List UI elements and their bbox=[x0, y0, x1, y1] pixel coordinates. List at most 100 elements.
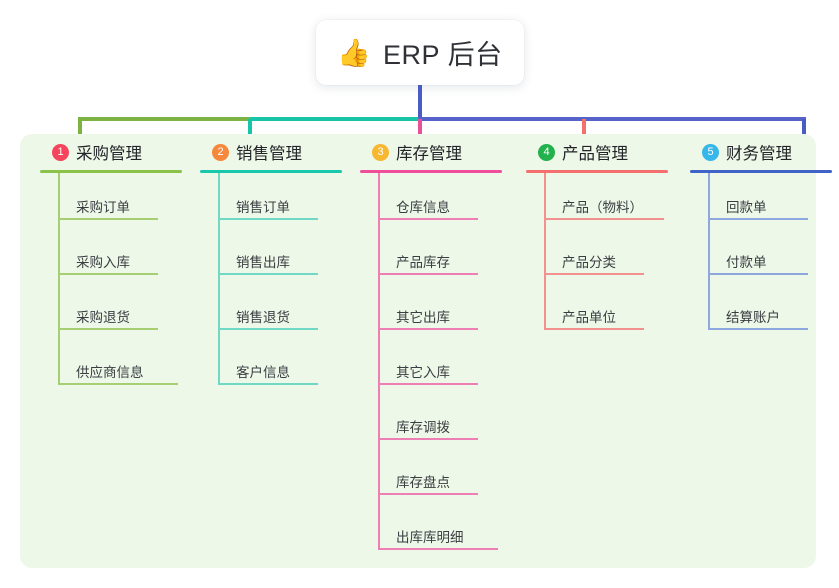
menu-item[interactable]: 采购订单 bbox=[40, 173, 194, 228]
column-title-2: 销售管理 bbox=[236, 145, 302, 163]
menu-item-rule bbox=[378, 273, 478, 275]
column-body-5: 回款单付款单结算账户 bbox=[690, 173, 839, 338]
column-title-3: 库存管理 bbox=[396, 145, 462, 163]
column-4: 4 产品管理产品（物料） 产品分类产品单位 bbox=[520, 134, 680, 338]
menu-item-rule bbox=[58, 218, 158, 220]
menu-item-label: 其它出库 bbox=[396, 310, 450, 325]
menu-item-label: 产品（物料） bbox=[562, 200, 643, 215]
menu-item-label: 结算账户 bbox=[726, 310, 780, 325]
root-node[interactable]: 👍 ERP 后台 bbox=[316, 20, 524, 85]
menu-item[interactable]: 库存调拨 bbox=[360, 393, 514, 448]
column-badge-3: 3 bbox=[372, 143, 389, 161]
menu-item-label: 销售出库 bbox=[236, 255, 290, 270]
column-stem-1 bbox=[58, 173, 60, 385]
column-header-3[interactable]: 3 库存管理 bbox=[354, 134, 514, 170]
menu-item-label: 供应商信息 bbox=[76, 365, 144, 380]
menu-item[interactable]: 结算账户 bbox=[690, 283, 839, 338]
column-rule-1 bbox=[40, 170, 182, 173]
menu-item-rule bbox=[544, 218, 664, 220]
menu-item-rule bbox=[708, 218, 808, 220]
menu-item-rule bbox=[708, 273, 808, 275]
menu-item-rule bbox=[378, 218, 478, 220]
column-header-4[interactable]: 4 产品管理 bbox=[520, 134, 680, 170]
menu-item-rule bbox=[218, 273, 318, 275]
menu-item[interactable]: 付款单 bbox=[690, 228, 839, 283]
menu-item-rule bbox=[378, 493, 478, 495]
menu-item-label: 库存盘点 bbox=[396, 475, 450, 490]
menu-item-rule bbox=[544, 328, 644, 330]
column-rule-4 bbox=[526, 170, 668, 173]
column-header-2[interactable]: 2 销售管理 bbox=[194, 134, 354, 170]
menu-item-rule bbox=[378, 438, 478, 440]
column-rule-5 bbox=[690, 170, 832, 173]
menu-item-rule bbox=[708, 328, 808, 330]
menu-item-rule bbox=[218, 328, 318, 330]
column-rule-2 bbox=[200, 170, 342, 173]
column-title-1: 采购管理 bbox=[76, 145, 142, 163]
column-stem-4 bbox=[544, 173, 546, 330]
column-title-4: 产品管理 bbox=[562, 145, 628, 163]
menu-item[interactable]: 产品单位 bbox=[526, 283, 680, 338]
menu-item[interactable]: 其它入库 bbox=[360, 338, 514, 393]
column-badge-1: 1 bbox=[52, 143, 69, 161]
menu-item-rule bbox=[58, 328, 158, 330]
menu-item-rule bbox=[58, 383, 178, 385]
column-rule-3 bbox=[360, 170, 502, 173]
root-title: ERP 后台 bbox=[383, 40, 503, 70]
column-header-1[interactable]: 1 采购管理 bbox=[34, 134, 194, 170]
menu-item-rule bbox=[378, 383, 478, 385]
menu-item-rule bbox=[58, 273, 158, 275]
column-header-5[interactable]: 5 财务管理 bbox=[684, 134, 839, 170]
column-5: 5 财务管理回款单付款单结算账户 bbox=[684, 134, 839, 338]
column-body-4: 产品（物料） 产品分类产品单位 bbox=[526, 173, 680, 338]
column-body-2: 销售订单销售出库销售退货客户信息 bbox=[200, 173, 354, 393]
menu-item-label: 采购入库 bbox=[76, 255, 130, 270]
menu-item-label: 采购退货 bbox=[76, 310, 130, 325]
column-stem-2 bbox=[218, 173, 220, 385]
menu-item-label: 产品分类 bbox=[562, 255, 616, 270]
column-badge-2: 2 bbox=[212, 143, 229, 161]
column-badge-4: 4 bbox=[538, 143, 555, 161]
menu-item-label: 客户信息 bbox=[236, 365, 290, 380]
menu-item-label: 库存调拨 bbox=[396, 420, 450, 435]
menu-item[interactable]: 其它出库 bbox=[360, 283, 514, 338]
menu-item[interactable]: 产品（物料） bbox=[526, 173, 680, 228]
column-2: 2 销售管理销售订单销售出库销售退货客户信息 bbox=[194, 134, 354, 393]
menu-item[interactable]: 客户信息 bbox=[200, 338, 354, 393]
column-3: 3 库存管理仓库信息产品库存其它出库其它入库库存调拨库存盘点出库库明细 bbox=[354, 134, 514, 558]
menu-item-label: 采购订单 bbox=[76, 200, 130, 215]
thumbs-up-icon: 👍 bbox=[337, 38, 372, 68]
menu-item[interactable]: 销售订单 bbox=[200, 173, 354, 228]
menu-item[interactable]: 销售退货 bbox=[200, 283, 354, 338]
menu-item-rule bbox=[544, 273, 644, 275]
menu-item[interactable]: 销售出库 bbox=[200, 228, 354, 283]
menu-item-label: 销售退货 bbox=[236, 310, 290, 325]
column-stem-3 bbox=[378, 173, 380, 550]
menu-item-label: 产品单位 bbox=[562, 310, 616, 325]
column-list: 1 采购管理采购订单采购入库采购退货供应商信息 2 销售管理销售订单销售出库销售退货客… bbox=[20, 134, 832, 568]
menu-item-label: 其它入库 bbox=[396, 365, 450, 380]
menu-item[interactable]: 回款单 bbox=[690, 173, 839, 228]
menu-item-rule bbox=[218, 383, 318, 385]
menu-item-label: 出库库明细 bbox=[396, 530, 464, 545]
menu-item[interactable]: 出库库明细 bbox=[360, 503, 514, 558]
menu-item[interactable]: 供应商信息 bbox=[40, 338, 194, 393]
menu-item-rule bbox=[378, 328, 478, 330]
menu-item[interactable]: 产品库存 bbox=[360, 228, 514, 283]
column-body-3: 仓库信息产品库存其它出库其它入库库存调拨库存盘点出库库明细 bbox=[360, 173, 514, 558]
menu-item-label: 仓库信息 bbox=[396, 200, 450, 215]
column-stem-5 bbox=[708, 173, 710, 330]
column-title-5: 财务管理 bbox=[726, 145, 792, 163]
menu-item[interactable]: 采购退货 bbox=[40, 283, 194, 338]
menu-item-label: 销售订单 bbox=[236, 200, 290, 215]
column-badge-5: 5 bbox=[702, 143, 719, 161]
column-body-1: 采购订单采购入库采购退货供应商信息 bbox=[40, 173, 194, 393]
menu-item-label: 产品库存 bbox=[396, 255, 450, 270]
menu-item[interactable]: 采购入库 bbox=[40, 228, 194, 283]
menu-item[interactable]: 产品分类 bbox=[526, 228, 680, 283]
menu-item[interactable]: 仓库信息 bbox=[360, 173, 514, 228]
menu-item[interactable]: 库存盘点 bbox=[360, 448, 514, 503]
menu-item-rule bbox=[378, 548, 498, 550]
column-1: 1 采购管理采购订单采购入库采购退货供应商信息 bbox=[34, 134, 194, 393]
